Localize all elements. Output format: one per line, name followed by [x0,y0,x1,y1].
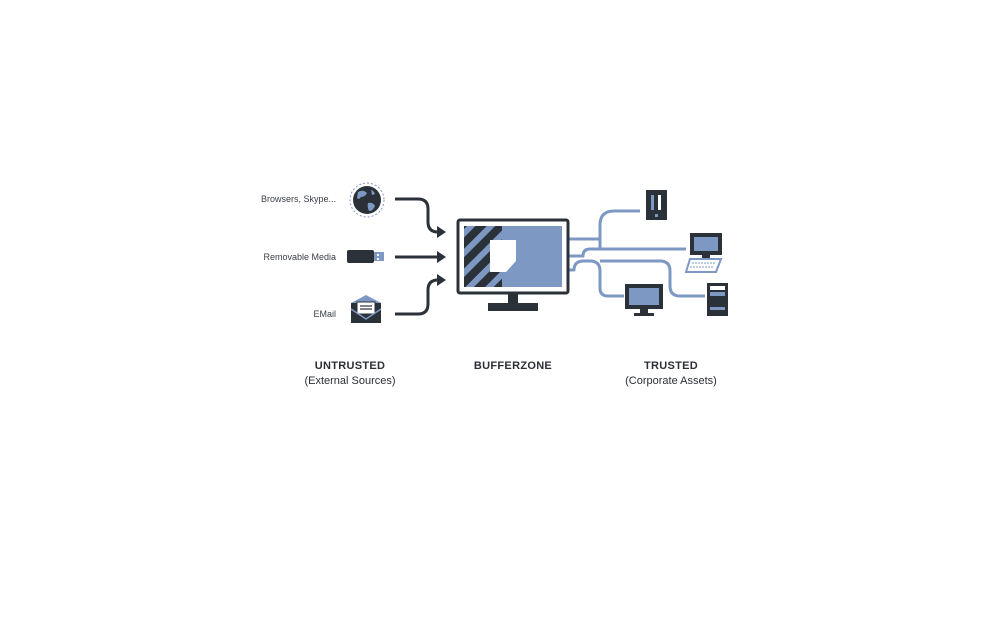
arrow-top [395,197,440,234]
trusted-caption: TRUSTED (Corporate Assets) [591,360,751,387]
bufferzone-title: BUFFERZONE [473,360,553,372]
envelope-icon [350,295,382,323]
usb-drive-icon [347,250,384,263]
source-arrows [395,197,440,316]
bufferzone-monitor [456,218,570,311]
pc-tower-icon [707,283,728,316]
untrusted-title: UNTRUSTED [314,360,386,372]
untrusted-subtitle: (External Sources) [304,375,396,387]
monitor-icon [625,284,663,316]
server-tower-icon [646,190,667,220]
source-label-browsers: Browsers, Skype... [260,194,336,204]
bufferzone-caption: BUFFERZONE [433,360,593,372]
globe-icon [349,182,385,218]
desktop-keyboard-icon [684,233,723,273]
arrow-bottom [395,278,440,316]
shield-icon [490,240,516,272]
trusted-title: TRUSTED [643,360,699,372]
source-label-email: EMail [313,309,336,319]
untrusted-caption: UNTRUSTED (External Sources) [270,360,430,387]
source-label-removable-media: Removable Media [263,252,336,262]
asset-connections [562,209,705,298]
trusted-subtitle: (Corporate Assets) [625,375,717,387]
